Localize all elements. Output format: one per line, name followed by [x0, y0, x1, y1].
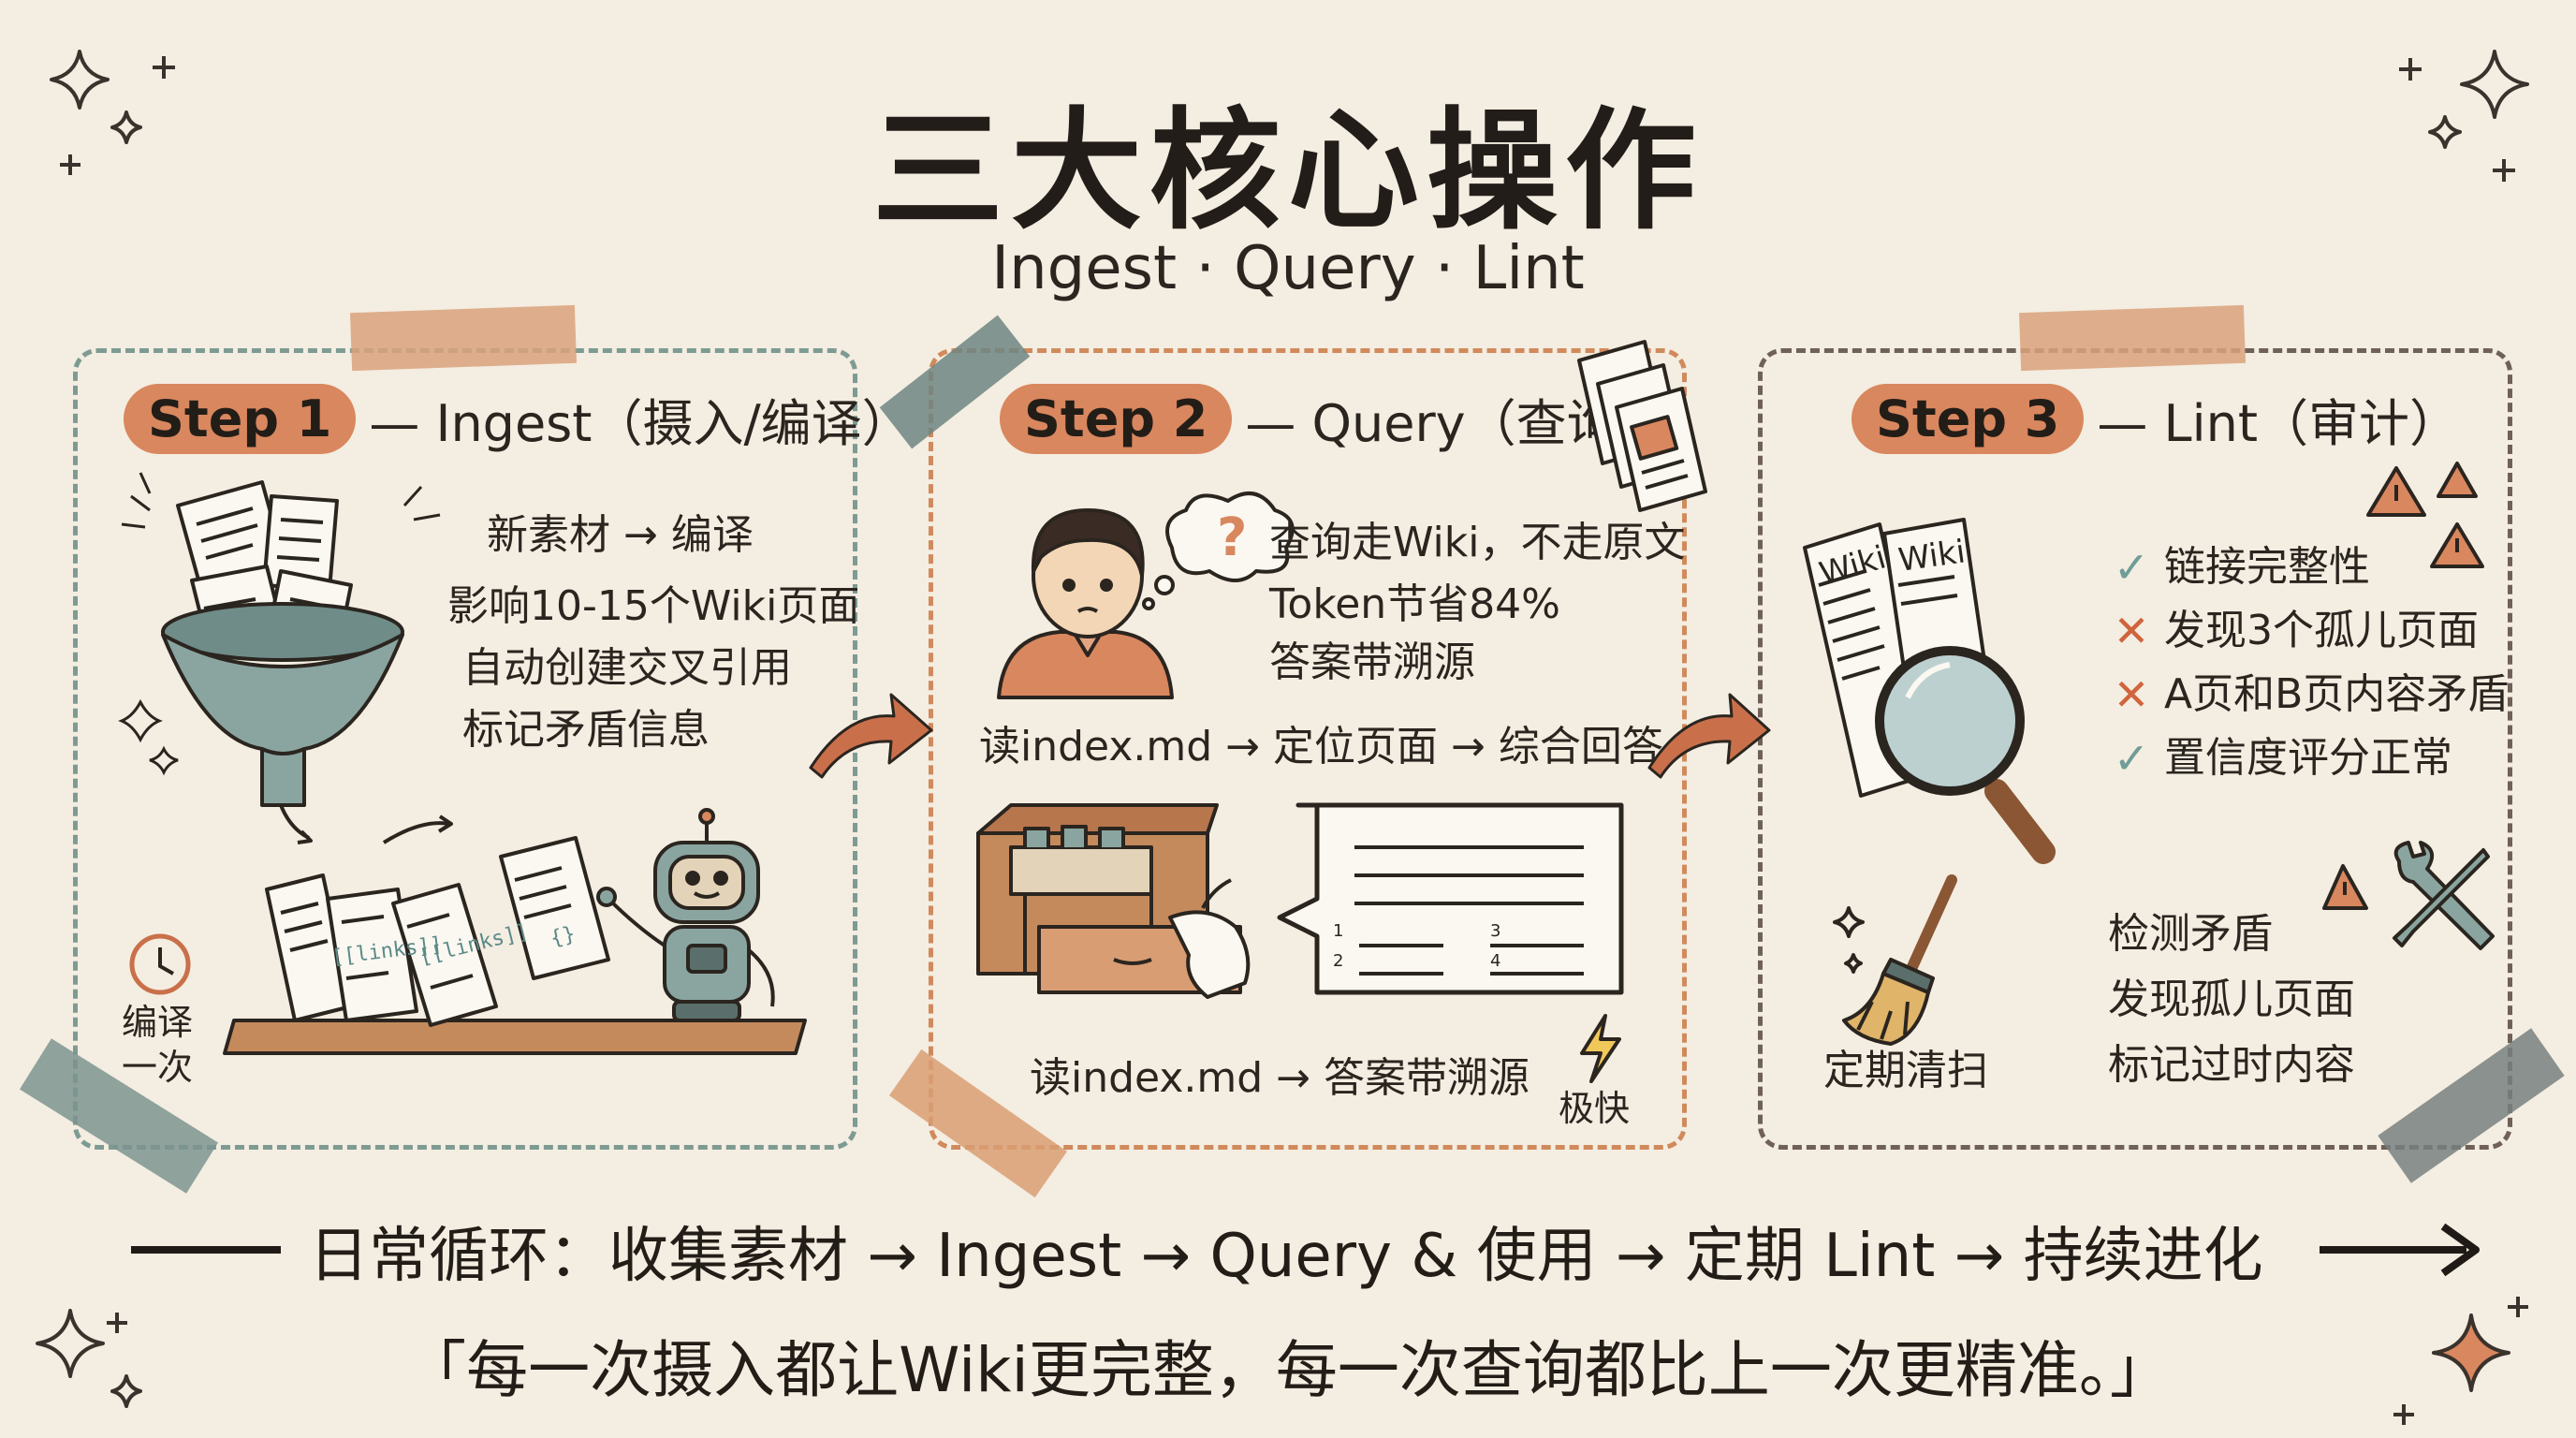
- magnifier-icon: Wiki Wiki: [1803, 518, 2056, 864]
- funnel-icon: [118, 472, 441, 807]
- ingest-illustration: [[links]] [[links]] {}: [223, 804, 807, 1055]
- check-text: 链接完整性: [2164, 543, 2370, 591]
- sparkle-icon: [2432, 1313, 2510, 1392]
- step-3-header: Step 3 — Lint（审计）: [1852, 382, 2460, 456]
- check-icon: ✓: [2113, 542, 2150, 593]
- lint-task: 发现孤儿页面: [2108, 976, 2355, 1023]
- broom-label: 定期清扫: [1823, 1047, 1988, 1094]
- warning-icon: [2366, 462, 2484, 568]
- fast-label: 极快: [1559, 1088, 1631, 1129]
- page-subtitle: Ingest · Query · Lint: [991, 234, 1585, 303]
- clock-label: 一次: [122, 1047, 194, 1088]
- question-mark: ?: [1217, 507, 1247, 568]
- sparkle-icon: [107, 1313, 127, 1333]
- file-cabinet-icon: [976, 803, 1251, 999]
- doc-label: {}: [548, 922, 578, 951]
- step-1-header: Step 1 — Ingest（摄入/编译）: [124, 382, 913, 456]
- sparkle-icon: [153, 56, 175, 79]
- clock-icon: [129, 933, 191, 995]
- broom-icon: [1833, 874, 1957, 1046]
- ingest-line: 影响10-15个Wiki页面: [447, 582, 860, 630]
- bubble-number: 1: [1333, 921, 1343, 941]
- step-1-pill: Step 1: [124, 384, 357, 454]
- check-text: 发现3个孤儿页面: [2164, 607, 2479, 654]
- bubble-number: 4: [1490, 951, 1500, 971]
- step-2-pill: Step 2: [1000, 384, 1233, 454]
- sparkle-icon: [2508, 1297, 2528, 1317]
- check-row: ✓ 置信度评分正常: [2108, 726, 2509, 790]
- lint-task: 标记过时内容: [2108, 1041, 2355, 1089]
- sparkle-icon: [2493, 159, 2515, 182]
- query-line: Token节省84%: [1269, 580, 1560, 628]
- cross-icon: ✕: [2113, 669, 2150, 720]
- sparkle-icon: [2460, 50, 2529, 119]
- page-title: 三大核心操作: [871, 95, 1704, 248]
- check-row: ✕ A页和B页内容矛盾: [2108, 663, 2510, 726]
- query-bottom: 读index.md → 答案带溯源: [1030, 1054, 1530, 1102]
- sparkle-icon: [50, 50, 110, 110]
- check-row: ✕ 发现3个孤儿页面: [2108, 599, 2509, 663]
- quote-text: 「每一次摄入都让Wiki更完整，每一次查询都比上一次更精准。」: [404, 1334, 2172, 1406]
- bubble-number: 3: [1490, 921, 1500, 941]
- query-line: 查询走Wiki，不走原文: [1269, 519, 1686, 566]
- query-flow: 读index.md → 定位页面 → 综合回答: [979, 723, 1663, 770]
- speech-bubble-icon: 1 2 3 4: [1277, 802, 1624, 995]
- loop-arrowhead: [2440, 1223, 2480, 1277]
- sparkle-icon: [60, 154, 80, 175]
- wrench-screwdriver-icon: [2322, 841, 2495, 950]
- sparkle-icon: [110, 1374, 142, 1408]
- step-3-pill: Step 3: [1852, 384, 2085, 454]
- check-text: 置信度评分正常: [2164, 734, 2452, 782]
- lint-check-list: ✓ 链接完整性 ✕ 发现3个孤儿页面 ✕ A页和B页内容矛盾 ✓ 置信度评分正常: [2108, 536, 2510, 790]
- ingest-line: 自动创建交叉引用: [462, 644, 792, 692]
- wiki-doc-label: Wiki: [1896, 533, 1968, 580]
- lint-task: 检测矛盾: [2108, 910, 2273, 958]
- sparkle-icon: [2428, 115, 2462, 149]
- cross-icon: ✕: [2113, 606, 2150, 656]
- sparkle-icon: [110, 110, 142, 144]
- clock-label: 编译: [122, 1002, 194, 1043]
- arrow-icon: [1647, 693, 1771, 779]
- daily-loop-text: 日常循环：收集素材 → Ingest → Query & 使用 → 定期 Lin…: [309, 1222, 2263, 1291]
- step-1-title: — Ingest（摄入/编译）: [369, 394, 913, 453]
- check-icon: ✓: [2113, 733, 2150, 784]
- sparkle-icon: [2393, 1404, 2414, 1425]
- check-text: A页和B页内容矛盾: [2164, 670, 2510, 718]
- person-icon: ?: [997, 492, 1295, 699]
- check-row: ✓ 链接完整性: [2108, 536, 2509, 599]
- sparkle-icon: [36, 1309, 105, 1378]
- ingest-line: 标记矛盾信息: [462, 706, 710, 754]
- ingest-line: 新素材 → 编译: [487, 511, 754, 559]
- bubble-number: 2: [1333, 951, 1343, 971]
- step-2-header: Step 2 — Query（查询）: [1000, 382, 1668, 456]
- arrow-icon: [809, 693, 933, 779]
- query-cards-icon: [1577, 340, 1707, 512]
- lightning-icon: [1580, 1014, 1621, 1083]
- query-line: 答案带溯源: [1269, 638, 1475, 686]
- sparkle-icon: [2399, 58, 2422, 81]
- step-3-title: — Lint（审计）: [2097, 394, 2461, 453]
